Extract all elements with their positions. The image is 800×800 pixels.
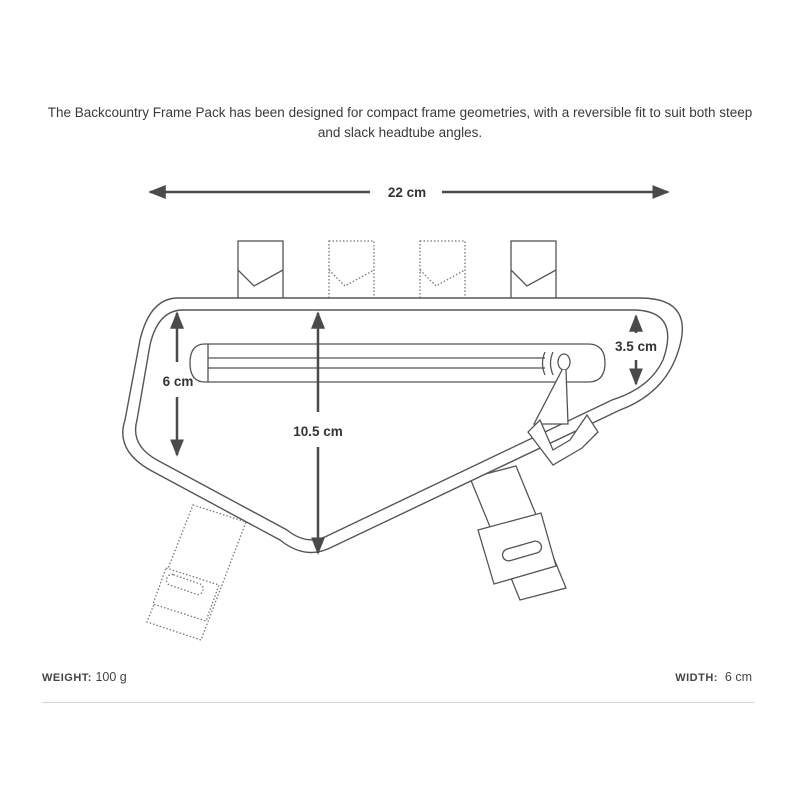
width-label: 22 cm (388, 185, 426, 200)
zipper-pull (527, 353, 599, 466)
strap-dotted-2 (328, 240, 375, 306)
product-description: The Backcountry Frame Pack has been desi… (47, 105, 753, 140)
top-straps (237, 240, 557, 306)
width-value: 6 cm (724, 670, 752, 684)
height-label: 10.5 cm (293, 424, 343, 439)
depth-dimension: 6 cm (163, 311, 194, 457)
bottom-right-strap (469, 465, 567, 601)
rear-label: 3.5 cm (615, 339, 657, 354)
strap-solid-1 (237, 240, 284, 306)
width-key: WIDTH: (675, 672, 718, 684)
width-dimension: 22 cm (148, 185, 670, 200)
strap-dotted-3 (419, 240, 466, 306)
weight-key: WEIGHT: (42, 672, 92, 684)
weight-spec: WEIGHT: 100 g (42, 670, 127, 684)
zipper (189, 343, 606, 383)
height-dimension: 10.5 cm (293, 311, 343, 555)
divider (42, 702, 754, 703)
rear-dimension: 3.5 cm (615, 314, 657, 386)
strap-solid-4 (510, 240, 557, 306)
width-spec: WIDTH: 6 cm (675, 670, 752, 684)
depth-label: 6 cm (163, 374, 194, 389)
weight-value: 100 g (95, 670, 127, 684)
bottom-left-strap (146, 504, 247, 641)
